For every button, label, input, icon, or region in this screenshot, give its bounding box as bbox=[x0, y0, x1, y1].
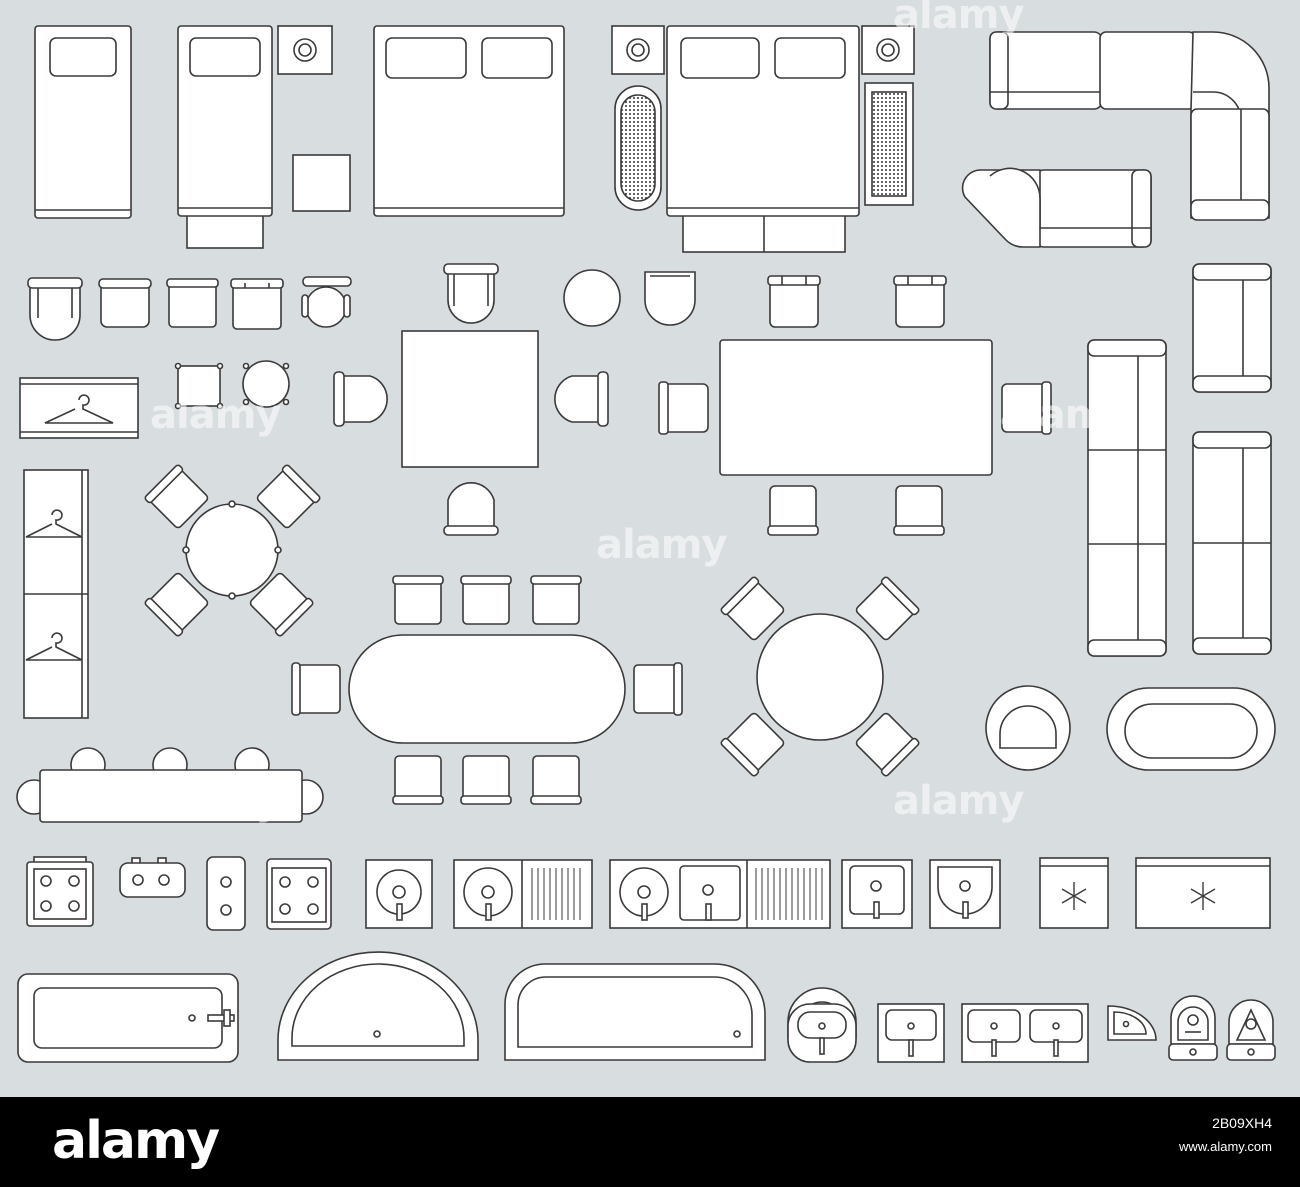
floor-plan-canvas: alamy alamy alamy alamy alamy alamy bbox=[16, 0, 1276, 1063]
kitchen-sink-rounded-icon bbox=[929, 859, 1001, 929]
stove-four-burner-icon bbox=[266, 858, 332, 930]
half-round-bathtub-icon bbox=[277, 951, 479, 1061]
round-armchair-icon bbox=[985, 685, 1071, 771]
curved-sofa-icon bbox=[961, 167, 1152, 248]
armchair-icon bbox=[27, 277, 83, 341]
watermark: alamy bbox=[596, 522, 727, 568]
image-id-block: 2B09XH4 www.alamy.com bbox=[1179, 1115, 1272, 1154]
double-wash-basin-icon bbox=[961, 1003, 1089, 1063]
swivel-chair-icon bbox=[301, 276, 352, 328]
watermark: alamy bbox=[1000, 392, 1131, 438]
cooktop-two-burner-icon bbox=[206, 856, 246, 931]
chair-icon bbox=[166, 278, 219, 328]
single-bed-icon bbox=[34, 25, 132, 219]
tub-chair-icon bbox=[644, 271, 696, 326]
furniture-icon-sheet bbox=[16, 25, 1276, 1063]
round-dining-set-icon bbox=[144, 464, 321, 637]
corner-sink-icon bbox=[1107, 1005, 1157, 1041]
double-kitchen-sink-icon bbox=[609, 859, 831, 929]
round-side-table-icon bbox=[242, 360, 290, 408]
oval-dining-set-icon bbox=[291, 575, 683, 805]
kitchen-sink-square-icon bbox=[841, 859, 913, 929]
wardrobe-hanger-icon bbox=[23, 469, 89, 719]
watermark: alamy bbox=[893, 0, 1024, 38]
chair-icon bbox=[98, 278, 152, 328]
nightstand-lamp-icon bbox=[277, 25, 333, 75]
double-bed-with-nightstands-icon bbox=[611, 25, 915, 253]
chair-icon bbox=[767, 275, 821, 328]
armchair-icon bbox=[443, 263, 499, 324]
site-url: www.alamy.com bbox=[1179, 1139, 1272, 1154]
side-table-icon bbox=[174, 362, 224, 410]
wardrobe-hanger-icon bbox=[19, 377, 139, 439]
double-refrigerator-icon bbox=[1135, 857, 1271, 929]
loveseat-icon bbox=[1192, 263, 1272, 393]
ottoman-icon bbox=[292, 154, 351, 212]
round-stool-icon bbox=[563, 269, 621, 327]
watermark: alamy bbox=[150, 392, 281, 438]
round-dining-set-icon bbox=[720, 576, 920, 777]
cooktop-three-burner-icon bbox=[119, 857, 186, 898]
bathtub-icon bbox=[17, 973, 239, 1063]
round-sofa-icon bbox=[1106, 687, 1276, 771]
chair-icon bbox=[230, 278, 284, 330]
image-id: 2B09XH4 bbox=[1212, 1115, 1272, 1131]
wash-basin-square-icon bbox=[877, 1003, 945, 1063]
refrigerator-icon bbox=[1039, 857, 1109, 929]
toilet-icon bbox=[1168, 995, 1218, 1061]
kitchen-sink-drainboard-icon bbox=[453, 859, 593, 929]
rectangular-dining-set-icon bbox=[658, 339, 1052, 536]
watermark: alamy bbox=[150, 778, 281, 824]
three-seat-sofa-icon bbox=[1087, 339, 1167, 657]
brand-logo: alamy bbox=[52, 1111, 220, 1171]
wash-basin-rounded-icon bbox=[787, 987, 857, 1063]
square-dining-set-icon bbox=[333, 330, 609, 536]
bar-counter-icon bbox=[16, 747, 324, 823]
stock-footer: alamy 2B09XH4 www.alamy.com bbox=[0, 1097, 1300, 1187]
watermark: alamy bbox=[893, 778, 1024, 824]
corner-bathtub-icon bbox=[504, 963, 766, 1061]
double-bed-icon bbox=[373, 25, 565, 217]
stove-four-burner-icon bbox=[26, 856, 94, 927]
chair-icon bbox=[893, 275, 947, 328]
two-seat-sofa-icon bbox=[1192, 431, 1272, 655]
kitchen-sink-round-icon bbox=[365, 859, 433, 929]
single-bed-with-rug-icon bbox=[177, 25, 273, 249]
corner-sofa-icon bbox=[989, 31, 1270, 221]
toilet-icon bbox=[1226, 999, 1276, 1061]
